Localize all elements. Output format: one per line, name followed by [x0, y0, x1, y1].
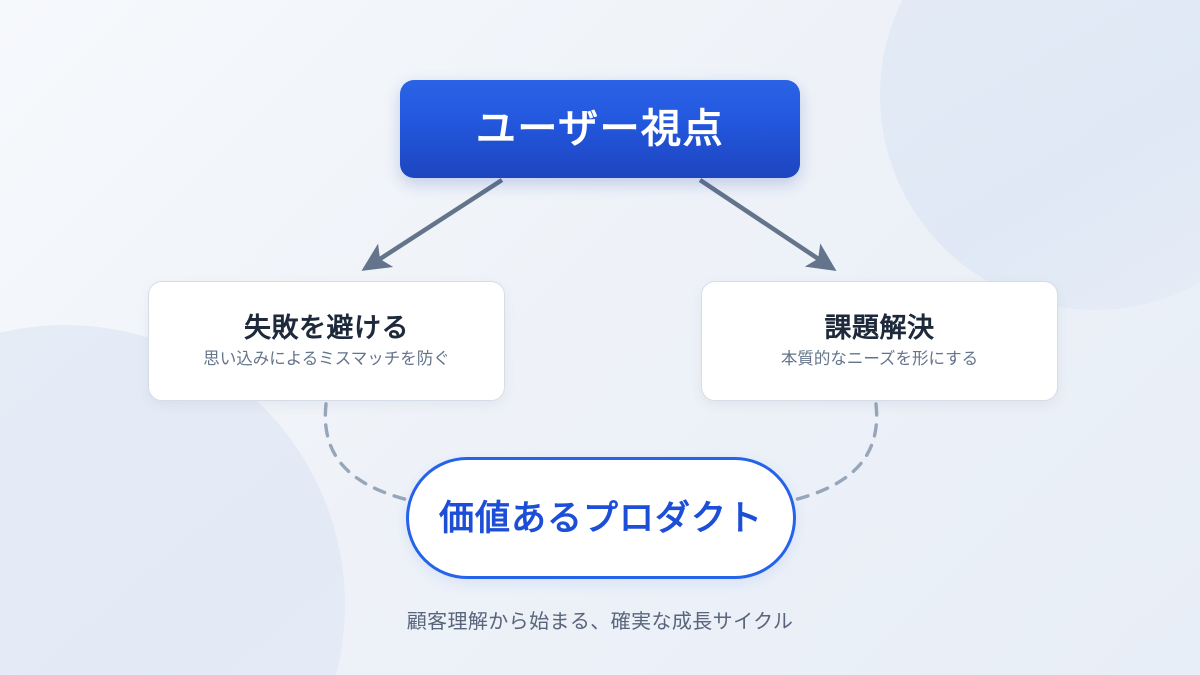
node-user-perspective-label: ユーザー視点	[475, 107, 725, 151]
arrow-top-to-left	[361, 178, 504, 271]
node-valuable-product-label: 価値あるプロダクト	[438, 498, 763, 538]
dashed-curve-left-to-result	[323, 402, 410, 502]
node-problem-solving[interactable]: 課題解決 本質的なニーズを形にする	[701, 281, 1058, 401]
dashed-curve-right-to-result	[792, 402, 879, 502]
node-valuable-product[interactable]: 価値あるプロダクト	[406, 457, 796, 579]
node-problem-solving-title: 課題解決	[824, 312, 935, 343]
node-avoid-failure-subtitle: 思い込みによるミスマッチを防ぐ	[203, 349, 450, 368]
arrow-top-to-right	[698, 178, 837, 271]
node-avoid-failure[interactable]: 失敗を避ける 思い込みによるミスマッチを防ぐ	[148, 281, 505, 401]
diagram-caption: 顧客理解から始まる、確実な成長サイクル	[406, 611, 794, 633]
node-problem-solving-subtitle: 本質的なニーズを形にする	[780, 349, 979, 368]
node-avoid-failure-title: 失敗を避ける	[244, 312, 409, 343]
node-user-perspective[interactable]: ユーザー視点	[400, 80, 800, 178]
